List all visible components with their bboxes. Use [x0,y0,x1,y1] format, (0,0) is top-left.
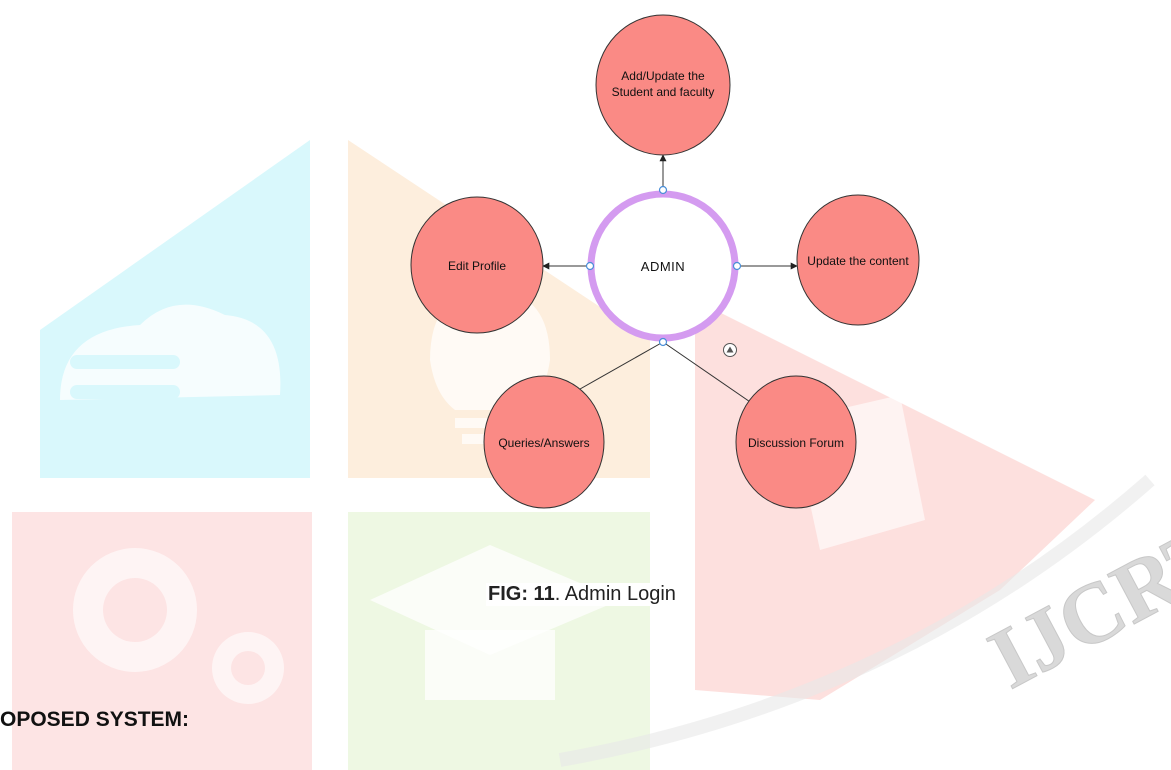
node-queries-answers: Queries/Answers [483,375,605,509]
admin-center-node: ADMIN [587,190,739,342]
node-discussion-forum: Discussion Forum [735,375,857,509]
section-heading: OPOSED SYSTEM: [0,708,190,731]
handle-right [732,261,742,271]
svg-text:Student and faculty: Student and faculty [612,85,715,99]
figure-caption-text: . Admin Login [554,583,676,605]
svg-text:Edit Profile: Edit Profile [448,259,506,273]
node-edit-profile: Edit Profile [410,196,544,334]
handle-top [658,185,668,195]
figure-caption: FIG: 11. Admin Login [486,583,678,606]
svg-text:Discussion Forum: Discussion Forum [748,436,844,450]
connector-bottom-right [662,341,757,407]
svg-text:Update the content: Update the content [807,254,909,268]
connection-handles [585,185,742,347]
svg-text:Add/Update the: Add/Update the [621,69,705,83]
node-update-content: Update the content [796,194,920,326]
svg-text:ADMIN: ADMIN [641,259,685,274]
handle-left [585,261,595,271]
watermark-swoosh [558,474,1155,767]
node-add-update: Add/Update the Student and faculty [595,14,731,156]
handle-bottom [658,337,668,347]
connector-bottom-left [572,341,664,394]
shape-control-icon[interactable] [723,343,737,357]
cloud-tile [40,140,310,478]
gear-tile [12,512,312,770]
figure-label: FIG: 11 [488,583,555,605]
svg-text:Queries/Answers: Queries/Answers [498,436,589,450]
